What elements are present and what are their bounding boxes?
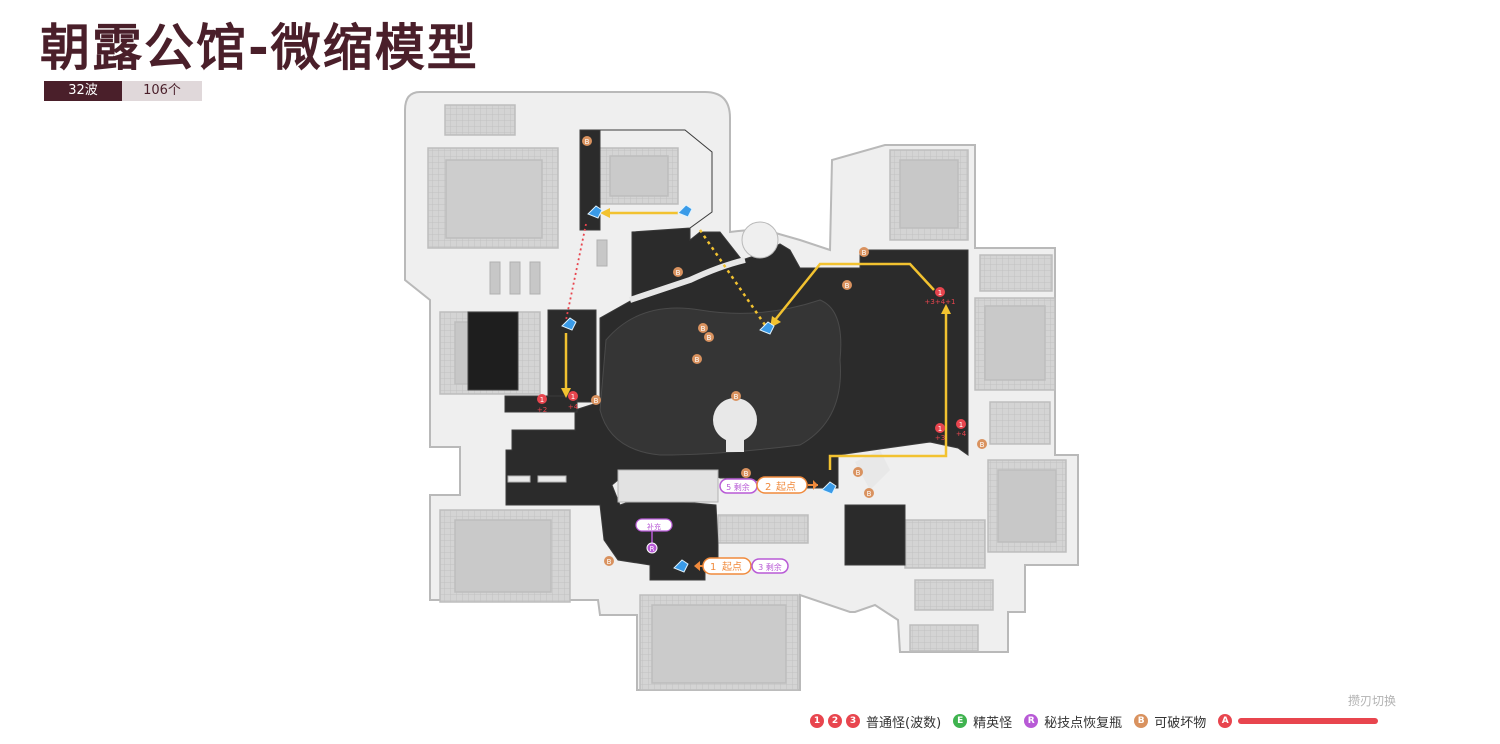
svg-text:1: 1 (938, 289, 942, 297)
technique-icon: R (1024, 714, 1039, 728)
svg-text:B: B (707, 334, 712, 342)
breakable-marker: B (842, 280, 852, 290)
legend-breakable-label: 可破坏物 (1154, 715, 1207, 731)
svg-text:+3+4+1: +3+4+1 (925, 298, 956, 306)
player-icons (561, 204, 837, 573)
svg-text:B: B (701, 325, 706, 333)
supply-marker: 补充 R (635, 518, 673, 554)
wave-2-icon: 2 (828, 714, 842, 728)
start2-remain: 5 剩余 (726, 482, 750, 492)
svg-text:B: B (744, 470, 749, 478)
breakable-marker: B (859, 247, 869, 257)
svg-text:B: B (676, 269, 681, 277)
breakable-marker: B (853, 467, 863, 477)
start2-label: 起点 (776, 481, 796, 493)
start1-label: 起点 (722, 561, 742, 573)
legend-breakable: B 可破坏物 (1134, 712, 1206, 731)
breakable-markers: B B B B B B B B B B B B B B (582, 136, 987, 566)
legend-elite-label: 精英怪 (973, 715, 1013, 731)
elite-icon: E (953, 714, 968, 728)
wave-marker: 1+4 (568, 391, 579, 411)
svg-text:B: B (867, 490, 872, 498)
legend-technique-label: 秘技点恢复瓶 (1044, 715, 1123, 731)
svg-text:B: B (734, 393, 739, 401)
svg-text:1: 1 (938, 425, 942, 433)
inner-rooms (467, 311, 719, 503)
svg-text:B: B (856, 469, 861, 477)
waves-badge: 32波 (44, 81, 122, 101)
start2-num: 2 (765, 482, 771, 493)
cut-icon: A (1218, 714, 1233, 728)
route-dotted-red (565, 223, 587, 321)
breakable-marker: B (741, 468, 751, 478)
legend-normal-label: 普通怪(波数) (866, 715, 942, 731)
start1-remain: 3 剩余 (758, 562, 782, 572)
svg-text:+4: +4 (568, 403, 579, 411)
start-marker-1: 1 起点 3 剩余 (694, 557, 789, 575)
svg-text:B: B (594, 397, 599, 405)
svg-text:B: B (585, 138, 590, 146)
title-tags: 32波 106个 (44, 81, 202, 101)
breakable-marker: B (698, 323, 708, 333)
legend-normal: 1 2 3 普通怪(波数) (810, 712, 941, 731)
svg-text:B: B (695, 356, 700, 364)
breakable-marker: B (731, 391, 741, 401)
breakable-marker: B (582, 136, 592, 146)
wave-marker: 1+4 (956, 419, 967, 438)
svg-text:B: B (845, 282, 850, 290)
start-marker-2: 5 剩余 2 起点 (719, 476, 818, 494)
svg-text:+2: +2 (537, 406, 547, 414)
supply-label: 补充 (647, 522, 661, 531)
svg-text:1: 1 (959, 421, 963, 429)
svg-text:1: 1 (540, 396, 544, 404)
cut-bar (1238, 718, 1379, 724)
page-title: 朝露公馆-微缩模型 (40, 19, 479, 77)
breakable-marker: B (591, 395, 601, 405)
breakable-marker: B (704, 332, 714, 342)
svg-text:+4: +4 (956, 430, 967, 438)
svg-text:1: 1 (571, 393, 575, 401)
start1-num: 1 (710, 562, 716, 573)
breakable-marker: B (977, 439, 987, 449)
breakable-marker: B (864, 488, 874, 498)
breakable-marker: B (673, 267, 683, 277)
wave-marker: 1+2 (537, 394, 547, 414)
watermark: 攒刃切换 (1348, 694, 1397, 708)
breakable-marker: B (604, 556, 614, 566)
svg-text:+3: +3 (935, 434, 945, 442)
route-paths (564, 211, 948, 470)
wave-markers: 1+2 1+4 1+3+4+1 1+3 1+4 (537, 287, 967, 442)
wave-1-icon: 1 (810, 714, 824, 728)
legend-elite: E 精英怪 (953, 712, 1012, 731)
breakable-icon: B (1134, 714, 1149, 728)
wave-marker: 1+3+4+1 (925, 287, 956, 306)
svg-text:B: B (862, 249, 867, 257)
count-badge: 106个 (122, 81, 202, 101)
legend-cut: A (1218, 714, 1379, 728)
wave-marker: 1+3 (935, 423, 945, 442)
wave-3-icon: 3 (846, 714, 860, 728)
breakable-marker: B (692, 354, 702, 364)
svg-text:B: B (980, 441, 985, 449)
legend: 1 2 3 普通怪(波数) E 精英怪 R 秘技点恢复瓶 B 可破坏物 A (810, 710, 1379, 732)
pillars (489, 239, 608, 295)
svg-text:R: R (650, 545, 655, 553)
central-garden (599, 221, 890, 490)
svg-text:B: B (607, 558, 612, 566)
legend-technique: R 秘技点恢复瓶 (1024, 712, 1122, 731)
